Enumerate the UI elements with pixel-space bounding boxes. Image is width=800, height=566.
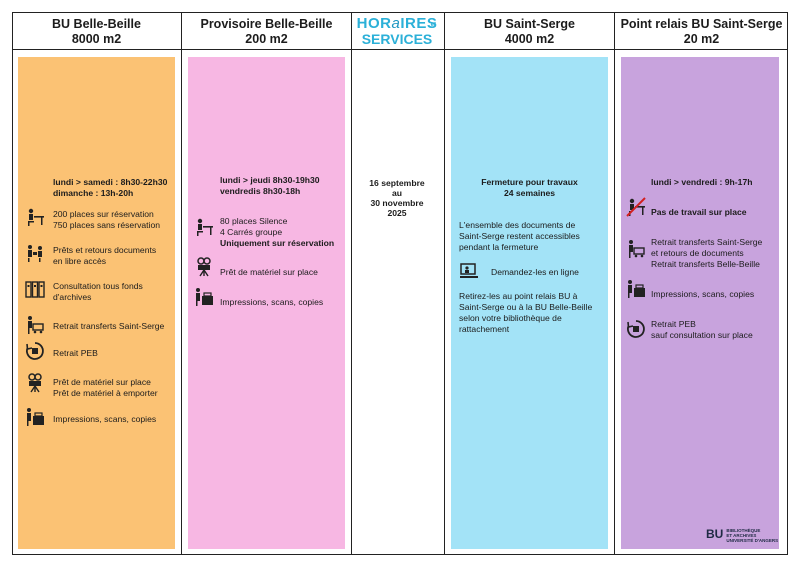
pickup-note-1: Retirez-les au point relais BU à bbox=[459, 291, 578, 301]
no-work-onsite: Pas de travail sur place bbox=[651, 207, 747, 217]
documents-note-2: Saint-Serge restent accessibles bbox=[459, 231, 580, 241]
silent-seats: 80 places Silence bbox=[220, 216, 288, 226]
peb-exception: sauf consultation sur place bbox=[651, 330, 753, 340]
transfers-pickup-3: Retrait transferts Belle-Beille bbox=[651, 259, 760, 269]
peb-pickup: Retrait PEB bbox=[651, 319, 696, 329]
column-header: Point relais BU Saint-Serge 20 m2 bbox=[615, 12, 788, 50]
opening-hours: lundi > vendredi : 9h-17h bbox=[651, 177, 753, 187]
library-name: Provisoire Belle-Beille bbox=[200, 17, 333, 31]
equipment-loan-takeaway: Prêt de matériel à emporter bbox=[53, 388, 158, 398]
info-panel: lundi > jeudi 8h30-19h30 vendredis 8h30-… bbox=[188, 57, 345, 549]
column-provisoire-belle-beille: Provisoire Belle-Beille 200 m2 lundi > j… bbox=[182, 12, 352, 555]
transfers-pickup: Retrait transferts Saint-Serge bbox=[53, 321, 165, 331]
pickup-note-3: selon votre bibliothèque de bbox=[459, 313, 562, 323]
library-size: 4000 m2 bbox=[504, 32, 555, 46]
desk-person-icon bbox=[194, 217, 214, 237]
cart-transfer-icon bbox=[25, 315, 45, 335]
archives-consultation: Consultation tous fonds bbox=[53, 281, 143, 291]
library-name: BU Saint-Serge bbox=[484, 17, 575, 31]
closure-dates: 16 septembre au 30 novembre 2025 bbox=[369, 178, 425, 218]
projector-icon bbox=[194, 257, 214, 277]
column-bu-belle-beille: BU Belle-Beille 8000 m2 lundi > samedi :… bbox=[12, 12, 182, 555]
pickup-note-4: rattachement bbox=[459, 324, 510, 334]
column-header: BU Saint-Serge 4000 m2 bbox=[445, 12, 614, 50]
desk-person-icon bbox=[25, 207, 45, 227]
printing-services: Impressions, scans, copies bbox=[220, 297, 324, 307]
seats-unreserved: 750 places sans réservation bbox=[53, 220, 161, 230]
closure-notice: Fermeture pour travaux bbox=[481, 177, 578, 187]
info-panel: lundi > samedi : 8h30-22h30 dimanche : 1… bbox=[18, 57, 175, 549]
column-bu-saint-serge: BU Saint-Serge 4000 m2 Fermeture pour tr… bbox=[445, 12, 615, 555]
library-name: Point relais BU Saint-Serge bbox=[620, 17, 783, 31]
transfers-pickup-1: Retrait transferts Saint-Serge bbox=[651, 237, 763, 247]
no-work-desk-icon bbox=[626, 197, 646, 217]
peb-exchange-icon bbox=[25, 341, 45, 361]
printing-services: Impressions, scans, copies bbox=[53, 414, 157, 424]
group-rooms: 4 Carrés groupe bbox=[220, 227, 283, 237]
closure-duration: 24 semaines bbox=[503, 188, 556, 198]
info-panel: lundi > vendredi : 9h-17h Pas de travail… bbox=[621, 57, 779, 549]
documents-note-1: L'ensemble des documents de bbox=[459, 220, 576, 230]
printing-services: Impressions, scans, copies bbox=[651, 289, 755, 299]
reservation-only: Uniquement sur réservation bbox=[220, 238, 335, 248]
archives-consultation-detail: d'archives bbox=[53, 292, 92, 302]
column-dates bbox=[352, 12, 445, 555]
page-frame bbox=[12, 12, 788, 555]
transfers-pickup-2: et retours de documents bbox=[651, 248, 744, 258]
documents-note-3: pendant la fermeture bbox=[459, 242, 539, 252]
printer-icon bbox=[626, 279, 646, 299]
book-exchange-icon bbox=[25, 243, 45, 263]
column-point-relais: Point relais BU Saint-Serge 20 m2 lundi … bbox=[615, 12, 788, 555]
library-size: 8000 m2 bbox=[71, 32, 122, 46]
column-header: Provisoire Belle-Beille 200 m2 bbox=[182, 12, 351, 50]
peb-exchange-icon bbox=[626, 319, 646, 339]
library-size: 200 m2 bbox=[245, 32, 288, 46]
equipment-loan-onsite: Prêt de matériel sur place bbox=[220, 267, 318, 277]
opening-hours: lundi > jeudi 8h30-19h30 bbox=[220, 175, 320, 185]
column-header bbox=[352, 12, 444, 50]
opening-hours-sunday: dimanche : 13h-20h bbox=[53, 188, 134, 198]
loans-returns-detail: en libre accès bbox=[53, 256, 107, 266]
column-header: BU Belle-Beille 8000 m2 bbox=[12, 12, 181, 50]
archives-icon bbox=[25, 279, 45, 299]
projector-icon bbox=[25, 373, 45, 393]
opening-hours: lundi > samedi : 8h30-22h30 bbox=[53, 177, 168, 187]
info-panel: Fermeture pour travaux 24 semaines L'ens… bbox=[451, 57, 608, 549]
peb-pickup: Retrait PEB bbox=[53, 348, 98, 358]
equipment-loan-onsite: Prêt de matériel sur place bbox=[53, 377, 151, 387]
library-name: BU Belle-Beille bbox=[52, 17, 141, 31]
loans-returns: Prêts et retours documents bbox=[53, 245, 157, 255]
printer-icon bbox=[25, 407, 45, 427]
opening-hours-friday: vendredis 8h30-18h bbox=[220, 186, 301, 196]
request-online: Demandez-les en ligne bbox=[491, 267, 579, 277]
seats-reserved: 200 places sur réservation bbox=[53, 209, 154, 219]
library-size: 20 m2 bbox=[683, 32, 720, 46]
cart-transfer-icon bbox=[626, 239, 646, 259]
computer-user-icon bbox=[459, 262, 479, 282]
pickup-note-2: Saint-Serge ou à la BU Belle-Beille bbox=[459, 302, 593, 312]
printer-icon bbox=[194, 287, 214, 307]
